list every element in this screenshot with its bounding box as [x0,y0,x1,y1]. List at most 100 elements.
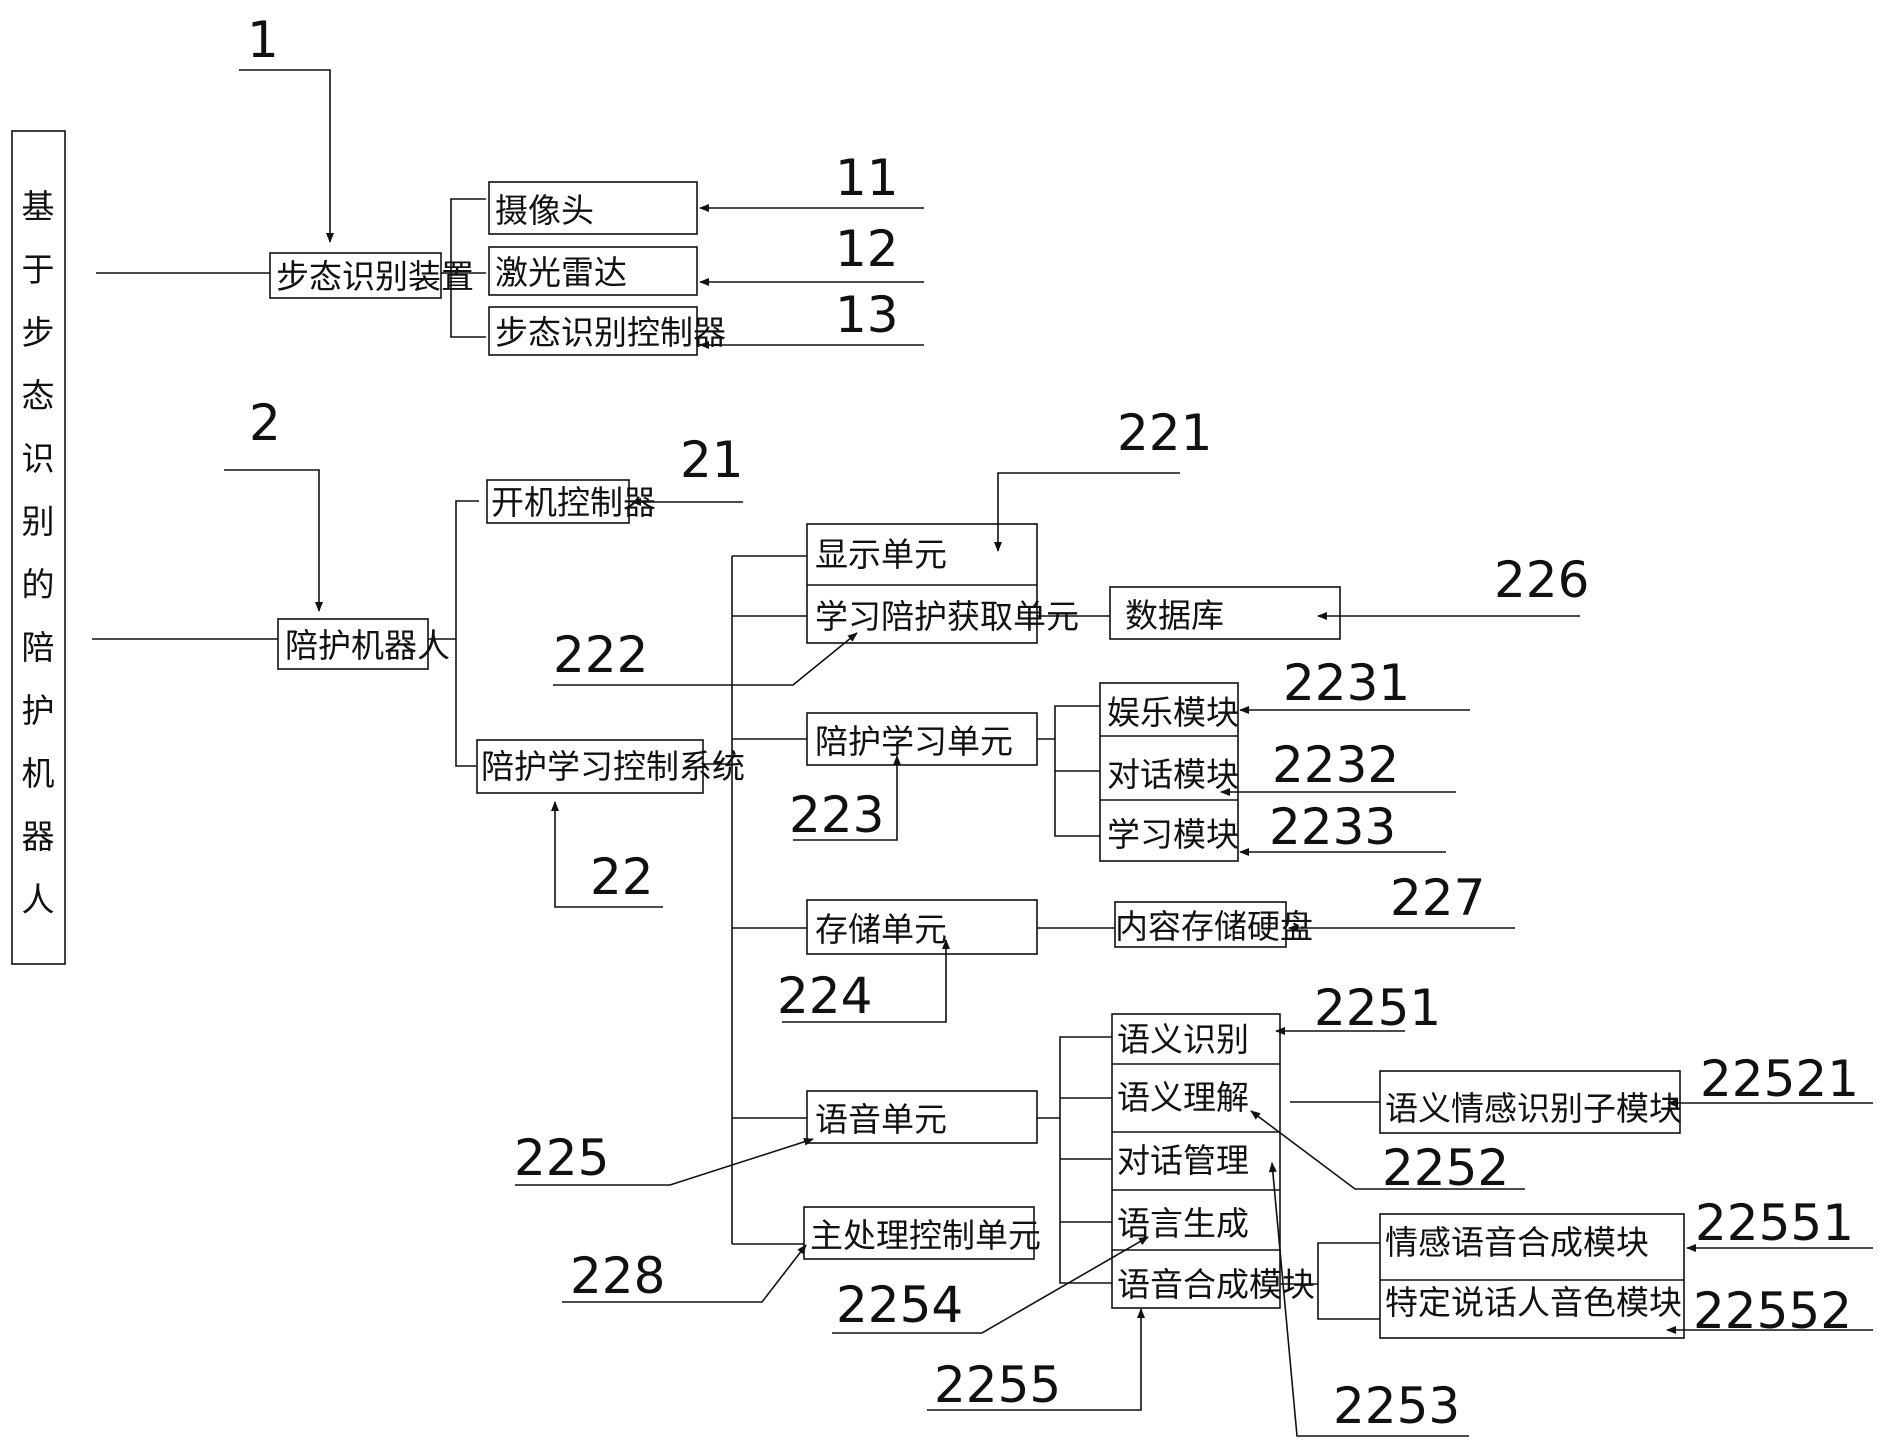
gait-device-label: 步态识别装置 [276,257,474,296]
ref-11: 11 [835,149,899,207]
ref-2231: 2231 [1283,654,1410,712]
ref-2233: 2233 [1269,798,1396,856]
learning-unit-box [806,712,1038,766]
dialogue-label: 对话模块 [1107,755,1239,794]
ref-224: 224 [777,967,872,1025]
lidar-label: 激光雷达 [495,253,627,292]
ref-1: 1 [247,11,279,69]
leader-2253 [1268,1162,1469,1437]
ref-2252: 2252 [1382,1139,1509,1197]
title-char: 的 [22,565,55,604]
emotion-synth-label: 情感语音合成模块 [1385,1223,1649,1262]
title-char: 机 [22,754,55,793]
title-char: 态 [22,376,55,415]
leader-222 [553,632,858,686]
ref-228: 228 [570,1247,665,1305]
learning-unit-label: 陪护学习单元 [815,722,1013,761]
emotion-recog-label: 语义情感识别子模块 [1385,1089,1682,1128]
ref-21: 21 [680,431,744,489]
robot-label: 陪护机器人 [285,626,450,665]
ref-222: 222 [553,626,648,684]
gait-controller-label: 步态识别控制器 [495,313,726,352]
leader-22 [551,801,663,908]
bracket [1059,1036,1112,1284]
camera-label: 摄像头 [495,191,594,230]
content-disk-box [1114,901,1287,948]
language-gen-label: 语言生成 [1117,1204,1249,1243]
ref-227: 227 [1390,869,1485,927]
leader-225 [515,1137,814,1186]
title-char: 别 [22,502,55,541]
semantic-recog-label: 语义识别 [1117,1020,1249,1059]
leader-2255 [927,1308,1145,1411]
title-char: 识 [22,439,55,478]
ref-221: 221 [1117,404,1212,462]
leader-1 [239,69,334,243]
title-char: 步 [22,313,55,352]
storage-unit-label: 存储单元 [815,910,947,949]
speaker-timbre-label: 特定说话人音色模块 [1385,1283,1682,1322]
main-processor-box [803,1206,1035,1260]
acquire-unit-label: 学习陪护获取单元 [815,597,1079,636]
leader-223 [793,755,901,841]
display-unit-label: 显示单元 [815,535,947,574]
title-text: 基 于 步 态 识 别 的 陪 护 机 器 人 [22,187,55,919]
ref-2253: 2253 [1333,1377,1460,1435]
bracket [1317,1242,1380,1320]
gait-controller-box [488,306,698,356]
ref-2255: 2255 [934,1356,1061,1414]
title-char: 于 [22,250,55,289]
storage-unit-box [806,899,1038,955]
gait-device-box [269,252,442,299]
bracket [450,198,486,338]
dialogue-mgmt-label: 对话管理 [1117,1141,1249,1180]
voice-unit-box [806,1090,1038,1144]
ref-22521: 22521 [1700,1050,1859,1108]
leader-2252 [1250,1110,1525,1190]
ref-22552: 22552 [1693,1282,1852,1340]
title-char: 基 [22,187,55,226]
content-disk-label: 内容存储硬盘 [1115,907,1313,946]
database-box [1109,586,1341,640]
title-char: 护 [22,691,55,730]
emotion-recog-box [1379,1070,1681,1134]
leader-221 [994,472,1180,552]
title-char: 人 [22,880,55,919]
title-char: 陪 [22,628,55,667]
leader-2 [224,469,323,612]
speech-modules-box [1111,1013,1281,1309]
control-system-label: 陪护学习控制系统 [481,747,745,786]
main-processor-label: 主处理控制单元 [810,1216,1041,1255]
modules-box [1099,682,1239,862]
ref-13: 13 [835,286,899,344]
ref-223: 223 [789,786,884,844]
title-char: 器 [22,817,55,856]
ref-22551: 22551 [1695,1194,1854,1252]
ref-225: 225 [514,1129,609,1187]
study-label: 学习模块 [1107,815,1239,854]
ref-2254: 2254 [836,1276,963,1334]
camera-box [488,181,698,235]
semantic-understand-label: 语义理解 [1117,1078,1249,1117]
power-controller-label: 开机控制器 [491,483,656,522]
power-controller-box [486,479,630,524]
ref-226: 226 [1494,551,1589,609]
ref-12: 12 [835,220,899,278]
synth-sub-box [1379,1213,1685,1339]
robot-box [277,618,429,670]
bracket [455,500,479,767]
voice-unit-label: 语音单元 [815,1100,947,1139]
leader-228 [562,1244,807,1303]
ref-22: 22 [590,848,654,906]
database-label: 数据库 [1125,596,1224,635]
entertainment-label: 娱乐模块 [1107,693,1239,732]
ref-2251: 2251 [1314,979,1441,1037]
leader-2254 [832,1236,1149,1334]
lidar-box [488,246,698,296]
leader-224 [782,939,950,1023]
ref-2232: 2232 [1272,736,1399,794]
control-system-box [476,739,704,794]
ref-2: 2 [249,394,281,452]
title-box [11,130,66,965]
